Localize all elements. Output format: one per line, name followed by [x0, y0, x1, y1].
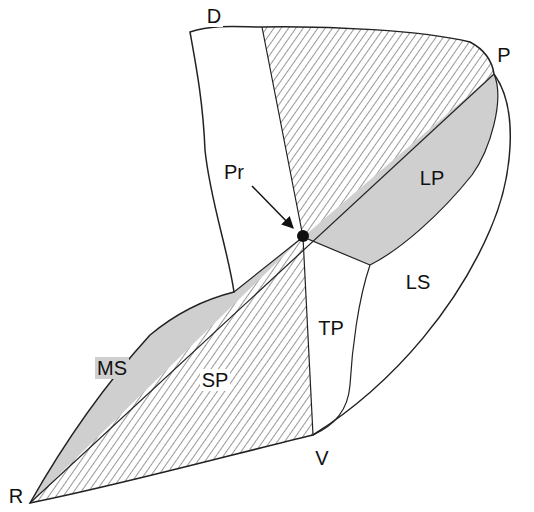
part-label: MS [95, 357, 129, 379]
part-label: SP [200, 369, 231, 391]
part-label: V [313, 447, 330, 469]
part-label: Pr [222, 161, 246, 183]
part-label: R [7, 485, 25, 507]
part-label: LP [418, 167, 446, 189]
part-label: P [495, 44, 512, 66]
part-label: LS [404, 271, 432, 293]
part-label: D [205, 5, 223, 27]
part-label: TP [316, 317, 346, 339]
